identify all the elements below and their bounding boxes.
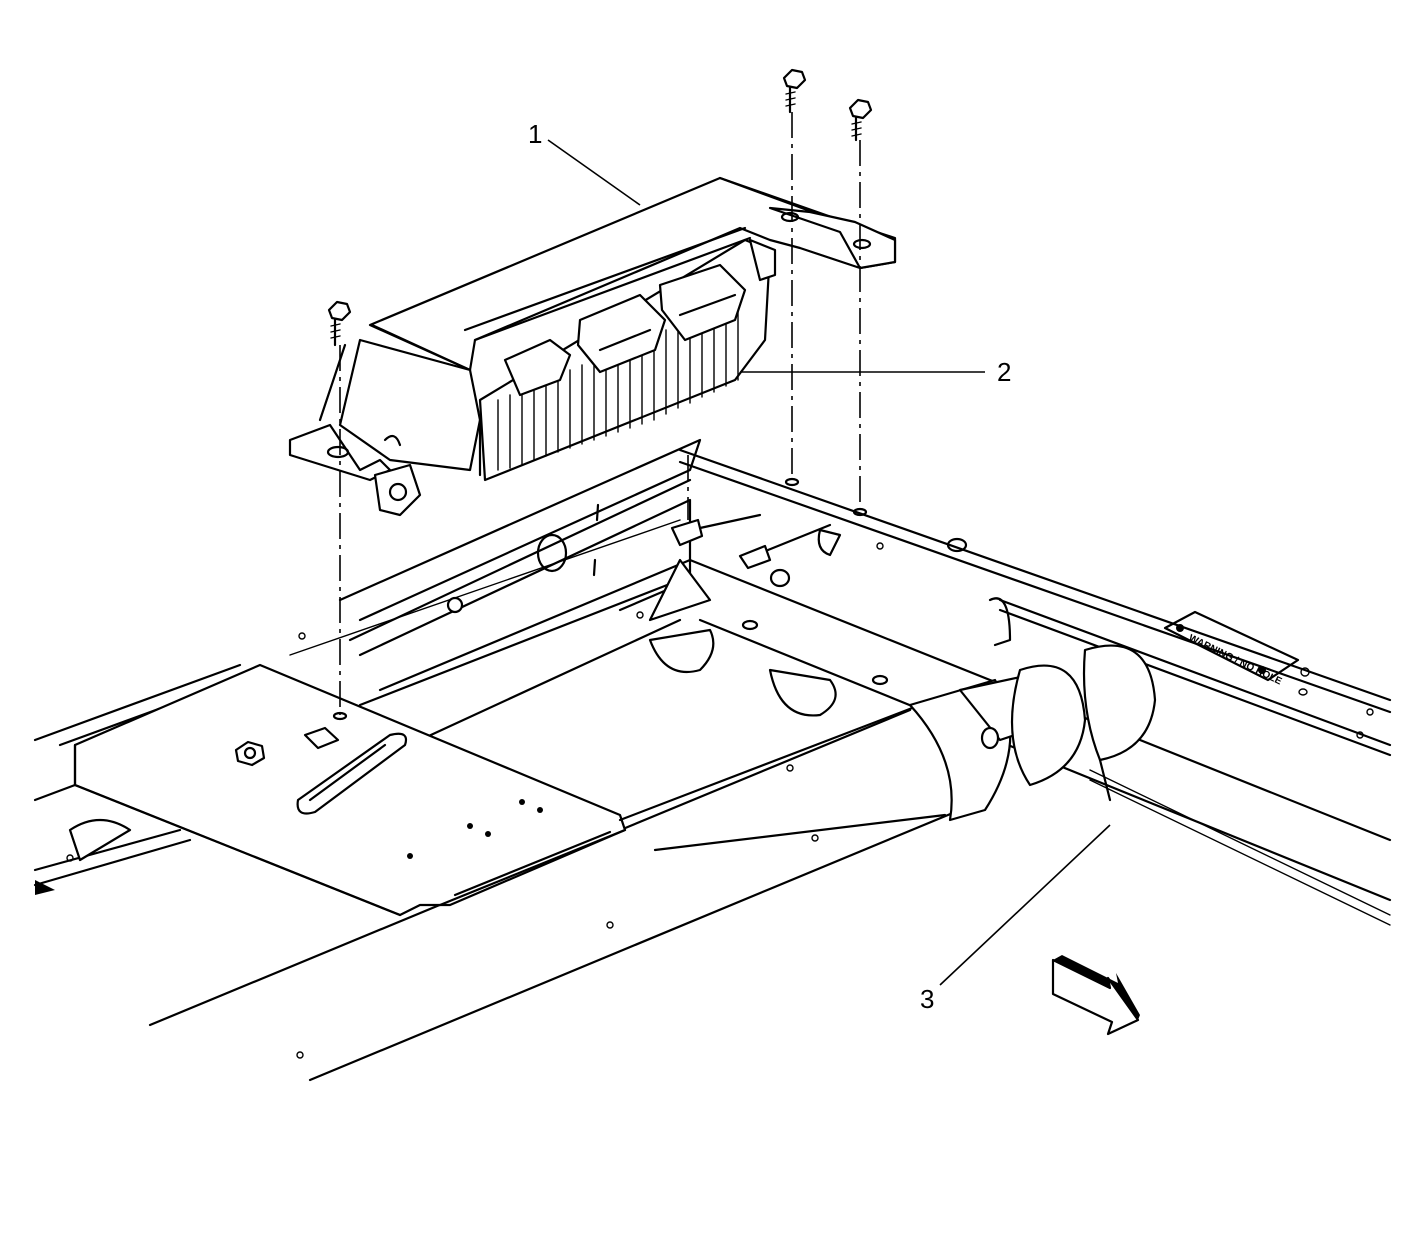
installation-centerlines xyxy=(332,112,868,721)
callout-1: 1 xyxy=(528,119,641,206)
frame-warning-plate: WARNING / NO HOLE xyxy=(1163,610,1300,688)
bolt-left xyxy=(327,300,352,347)
callout-2: 2 xyxy=(740,357,1011,387)
control-module xyxy=(373,226,777,517)
bolt-center xyxy=(782,68,807,114)
left-lower-structure xyxy=(33,783,192,895)
callout-2-label: 2 xyxy=(997,357,1011,387)
frame-clips xyxy=(670,513,842,588)
callout-1-label: 1 xyxy=(528,119,542,149)
crossmember xyxy=(338,438,889,717)
callout-3-label: 3 xyxy=(920,984,934,1014)
direction-arrow-icon xyxy=(1051,955,1140,1036)
driveshaft-tube xyxy=(618,597,1157,852)
skid-plate xyxy=(73,663,627,917)
frame-plate-text: WARNING / NO HOLE xyxy=(1187,633,1284,688)
bolt-right xyxy=(848,98,873,142)
callout-3: 3 xyxy=(920,824,1111,1014)
